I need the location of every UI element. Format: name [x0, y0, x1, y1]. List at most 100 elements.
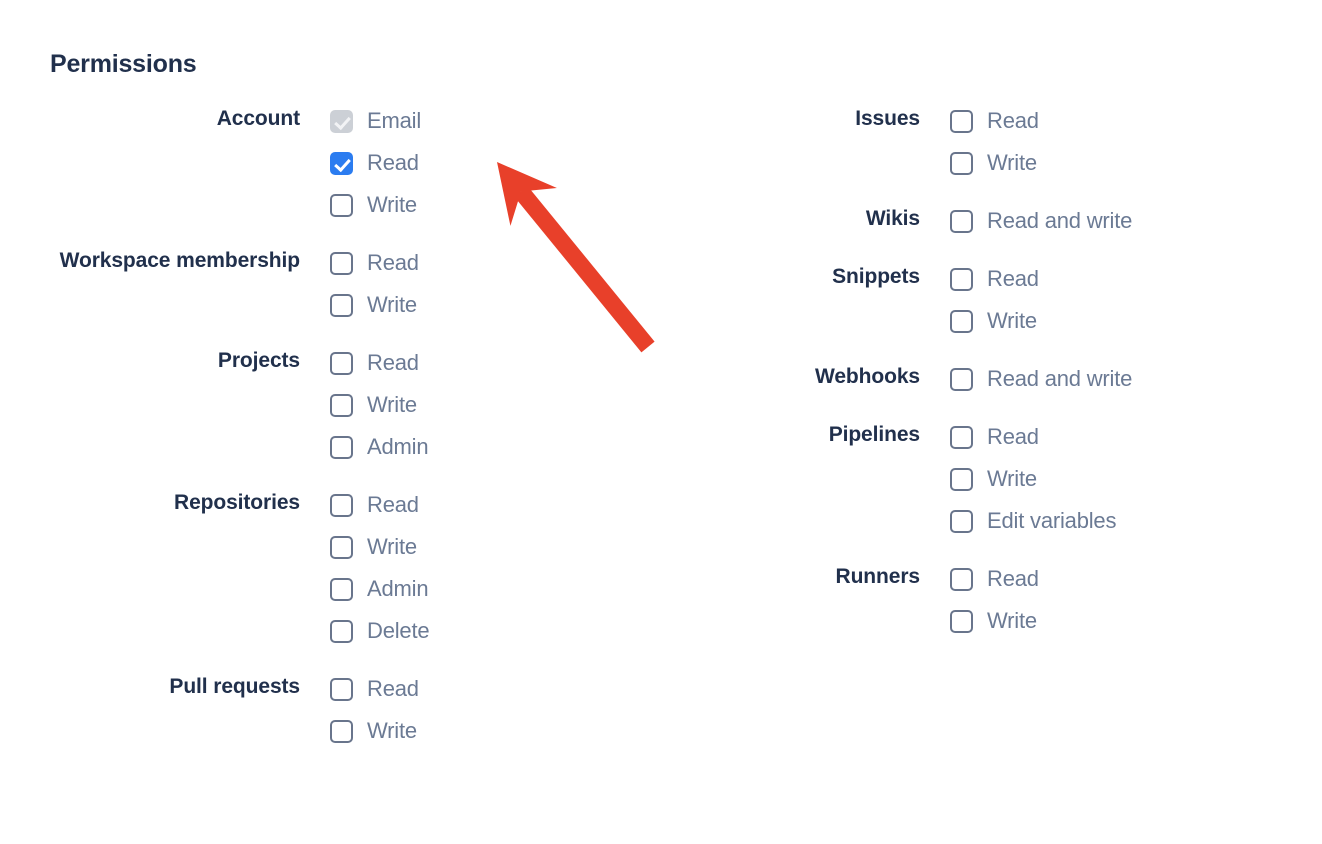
permission-option-row[interactable]: Read — [950, 416, 1230, 458]
checkbox-write[interactable] — [950, 151, 973, 175]
permission-option-row[interactable]: Read and write — [950, 358, 1230, 400]
checkbox-label[interactable]: Write — [987, 150, 1037, 175]
checkbox-read[interactable] — [330, 151, 353, 175]
permission-option-row[interactable]: Read — [330, 342, 520, 384]
permission-option-row[interactable]: Edit variables — [950, 500, 1230, 542]
permission-group-label: Repositories — [174, 491, 300, 514]
checkbox-edit-variables[interactable] — [950, 509, 973, 533]
permission-option-row[interactable]: Read — [330, 484, 520, 526]
checkbox-label[interactable]: Read — [367, 150, 419, 175]
checkbox-label[interactable]: Write — [367, 534, 417, 559]
checkbox-label[interactable]: Read — [987, 566, 1039, 591]
permission-option-row[interactable]: Write — [330, 384, 520, 426]
permission-option-row[interactable]: Admin — [330, 426, 520, 468]
permission-group-label: Projects — [217, 349, 300, 372]
checkbox-label[interactable]: Write — [367, 718, 417, 743]
checkbox-admin[interactable] — [330, 577, 353, 601]
checkbox-label[interactable]: Delete — [367, 618, 430, 643]
permission-group-label: Runners — [835, 565, 921, 588]
permission-group-label: Account — [216, 107, 300, 130]
checkbox-label[interactable]: Read — [367, 250, 419, 275]
permission-option-row[interactable]: Write — [950, 142, 1230, 184]
permission-option-row[interactable]: Read — [330, 668, 520, 710]
checkbox-label[interactable]: Read — [987, 266, 1039, 291]
permission-option-row[interactable]: Delete — [330, 610, 520, 652]
checkbox-read[interactable] — [950, 425, 973, 449]
permission-option-row[interactable]: Write — [330, 710, 520, 752]
checkbox-read[interactable] — [330, 493, 353, 517]
checkbox-write[interactable] — [950, 309, 973, 333]
checkbox-write[interactable] — [330, 293, 353, 317]
checkbox-label[interactable]: Edit variables — [987, 508, 1117, 533]
checkbox-read-and-write[interactable] — [950, 209, 973, 233]
permission-option-row[interactable]: Read — [330, 242, 520, 284]
permission-option-row[interactable]: Write — [950, 458, 1230, 500]
checkbox-label[interactable]: Write — [987, 466, 1037, 491]
checkbox-read[interactable] — [330, 677, 353, 701]
permission-option-row[interactable]: Write — [330, 526, 520, 568]
permission-option-row[interactable]: Write — [330, 184, 520, 226]
permission-group: Wikis Read and write — [610, 200, 1230, 242]
checkbox-label[interactable]: Read and write — [987, 366, 1133, 391]
checkbox-label[interactable]: Read — [987, 424, 1039, 449]
checkbox-read[interactable] — [950, 109, 973, 133]
checkbox-read[interactable] — [950, 267, 973, 291]
checkbox-admin[interactable] — [330, 435, 353, 459]
checkbox-label[interactable]: Read and write — [987, 208, 1133, 233]
checkbox-write[interactable] — [950, 609, 973, 633]
permission-option-row[interactable]: Read — [950, 558, 1230, 600]
permission-group-label: Snippets — [832, 265, 920, 288]
checkbox-label[interactable]: Email — [367, 108, 422, 133]
permission-option-row[interactable]: Read — [950, 258, 1230, 300]
permission-option-row[interactable]: Admin — [330, 568, 520, 610]
checkbox-write[interactable] — [330, 393, 353, 417]
checkbox-read-and-write[interactable] — [950, 367, 973, 391]
checkbox-label[interactable]: Write — [367, 292, 417, 317]
permission-group-label: Pipelines — [828, 423, 920, 446]
permission-group-label: Workspace membership — [59, 249, 300, 272]
permission-option-row[interactable]: Write — [950, 300, 1230, 342]
checkbox-write[interactable] — [950, 467, 973, 491]
checkbox-label[interactable]: Write — [367, 392, 417, 417]
checkbox-write[interactable] — [330, 535, 353, 559]
checkbox-label[interactable]: Read — [367, 350, 419, 375]
checkbox-label[interactable]: Read — [367, 492, 419, 517]
checkbox-email — [330, 109, 353, 133]
permission-option-row[interactable]: Read — [330, 142, 520, 184]
permission-group-label: Pull requests — [169, 675, 300, 698]
permission-group-label: Webhooks — [815, 365, 920, 388]
permission-option-row[interactable]: Write — [330, 284, 520, 326]
checkbox-label[interactable]: Read — [987, 108, 1039, 133]
permission-option-row[interactable]: Email — [330, 100, 520, 142]
checkbox-write[interactable] — [330, 193, 353, 217]
permission-option-row[interactable]: Write — [950, 600, 1230, 642]
permission-option-row[interactable]: Read and write — [950, 200, 1230, 242]
checkbox-label[interactable]: Read — [367, 676, 419, 701]
permission-group-label: Wikis — [865, 207, 920, 230]
checkbox-label[interactable]: Admin — [367, 434, 429, 459]
checkbox-write[interactable] — [330, 719, 353, 743]
checkbox-label[interactable]: Write — [987, 608, 1037, 633]
permission-options: Read and write — [920, 200, 1230, 242]
checkbox-label[interactable]: Admin — [367, 576, 429, 601]
checkbox-label[interactable]: Write — [367, 192, 417, 217]
checkbox-read[interactable] — [330, 351, 353, 375]
permission-option-row[interactable]: Read — [950, 100, 1230, 142]
checkbox-read[interactable] — [330, 251, 353, 275]
checkbox-label[interactable]: Write — [987, 308, 1037, 333]
checkbox-read[interactable] — [950, 567, 973, 591]
checkbox-delete[interactable] — [330, 619, 353, 643]
